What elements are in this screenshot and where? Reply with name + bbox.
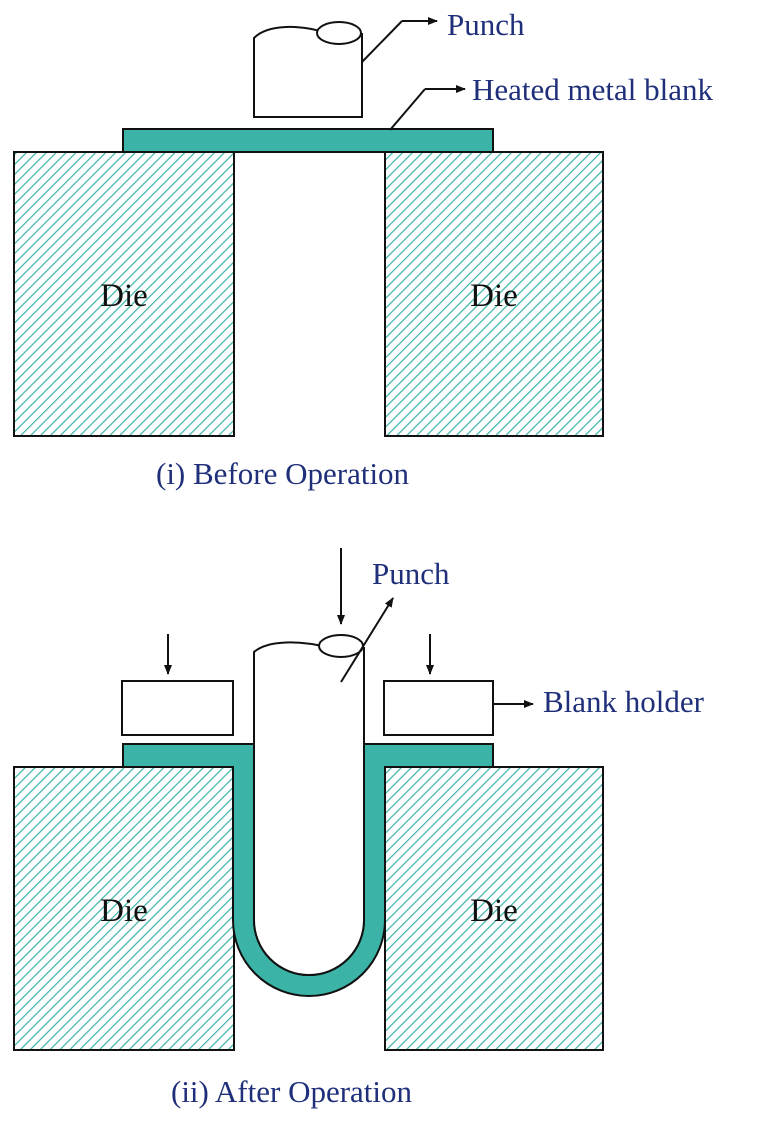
blank-leader xyxy=(389,85,466,131)
blank-holder-left xyxy=(121,680,234,736)
punch-after xyxy=(253,634,365,976)
die-left xyxy=(13,766,235,1051)
caption-before: (i) Before Operation xyxy=(156,456,410,491)
blank-label: Heated metal blank xyxy=(472,72,714,107)
punch-leader-before xyxy=(361,17,438,63)
punch-leader-after xyxy=(340,597,394,683)
die-right xyxy=(384,151,604,437)
die-right-label: Die xyxy=(470,893,518,929)
die-right-label: Die xyxy=(470,278,518,314)
die-left xyxy=(13,151,235,437)
die-right xyxy=(384,766,604,1051)
die-left-label: Die xyxy=(100,893,148,929)
punch-label-before: Punch xyxy=(447,7,525,42)
caption-after: (ii) After Operation xyxy=(171,1074,413,1109)
heated-metal-blank xyxy=(122,128,494,153)
punch-before xyxy=(253,21,363,118)
blank-holder-right xyxy=(383,680,494,736)
holder-label: Blank holder xyxy=(543,684,705,719)
punch-label-after: Punch xyxy=(372,556,450,591)
die-left-label: Die xyxy=(100,278,148,314)
after-operation-panel: Die Die Punch Blank holder (ii) After Op… xyxy=(13,548,705,1109)
before-operation-panel: Die Die Punch Heated metal blank (i) Bef… xyxy=(13,7,714,491)
